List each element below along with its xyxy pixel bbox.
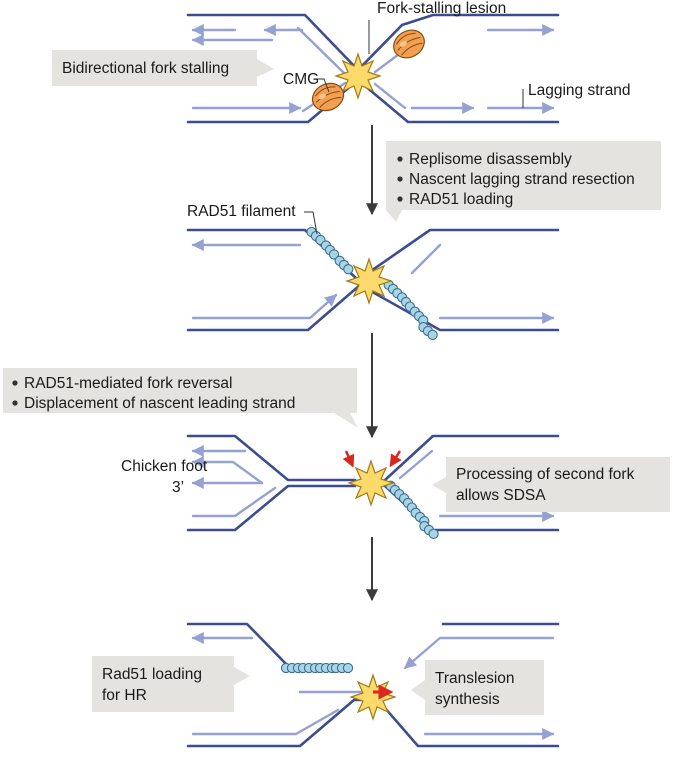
stage-1-bidirectional-stall: Fork-stalling lesion Bidirectional fork …: [52, 0, 631, 124]
step-1-callout: [386, 141, 661, 222]
sdsa-line-2: allows SDSA: [456, 487, 546, 504]
lesion-icon: [334, 52, 382, 100]
lesion-label: Fork-stalling lesion: [377, 0, 506, 17]
stage-4-resolution: Rad51 loading for HR Translesion synthes…: [92, 622, 560, 748]
step-1-bullets: Replisome disassembly Nascent lagging st…: [397, 151, 635, 208]
step-2-bullets: RAD51-mediated fork reversal Displacemen…: [12, 375, 295, 412]
stage-3-chicken-foot: Chicken foot 3’ Processing of second for…: [121, 434, 670, 541]
marker-arrow-right: [389, 450, 402, 468]
bullet-replisome-disassembly: Replisome disassembly: [409, 151, 572, 168]
lesion-icon: [347, 459, 395, 507]
bullet-rad51-loading: RAD51 loading: [409, 191, 513, 208]
step-2-callout: [3, 368, 358, 428]
hr-line-1: Rad51 loading: [102, 666, 202, 683]
bullet-lagging-resection: Nascent lagging strand resection: [409, 171, 635, 188]
rad51-filament: [383, 478, 441, 541]
three-prime-label: 3’: [172, 479, 184, 496]
rad51-filament: [304, 224, 356, 277]
rad51-filament-label: RAD51 filament: [187, 203, 296, 220]
rad51-filament: [381, 277, 440, 342]
tls-callout: [411, 660, 544, 715]
lagging-strand-label: Lagging strand: [528, 82, 631, 99]
cmg-label: CMG: [283, 71, 319, 88]
hr-line-2: for HR: [102, 687, 147, 704]
sdsa-line-1: Processing of second fork: [456, 466, 635, 483]
tls-line-1: Translesion: [435, 670, 515, 687]
stage-2-rad51-filaments: RAD51 filament: [186, 203, 560, 342]
bullet-fork-reversal: RAD51-mediated fork reversal: [24, 375, 232, 392]
sdsa-callout: [432, 457, 670, 512]
bidirectional-stall-label: Bidirectional fork stalling: [62, 60, 229, 77]
lesion-icon: [349, 673, 397, 721]
rad51-filament: [280, 662, 354, 674]
lesion-icon: [345, 257, 393, 305]
tls-line-2: synthesis: [435, 691, 500, 708]
bullet-leading-displacement: Displacement of nascent leading strand: [24, 395, 295, 412]
hr-callout: [92, 656, 250, 712]
chicken-foot-label: Chicken foot: [121, 458, 208, 475]
marker-arrow-left: [342, 450, 355, 468]
